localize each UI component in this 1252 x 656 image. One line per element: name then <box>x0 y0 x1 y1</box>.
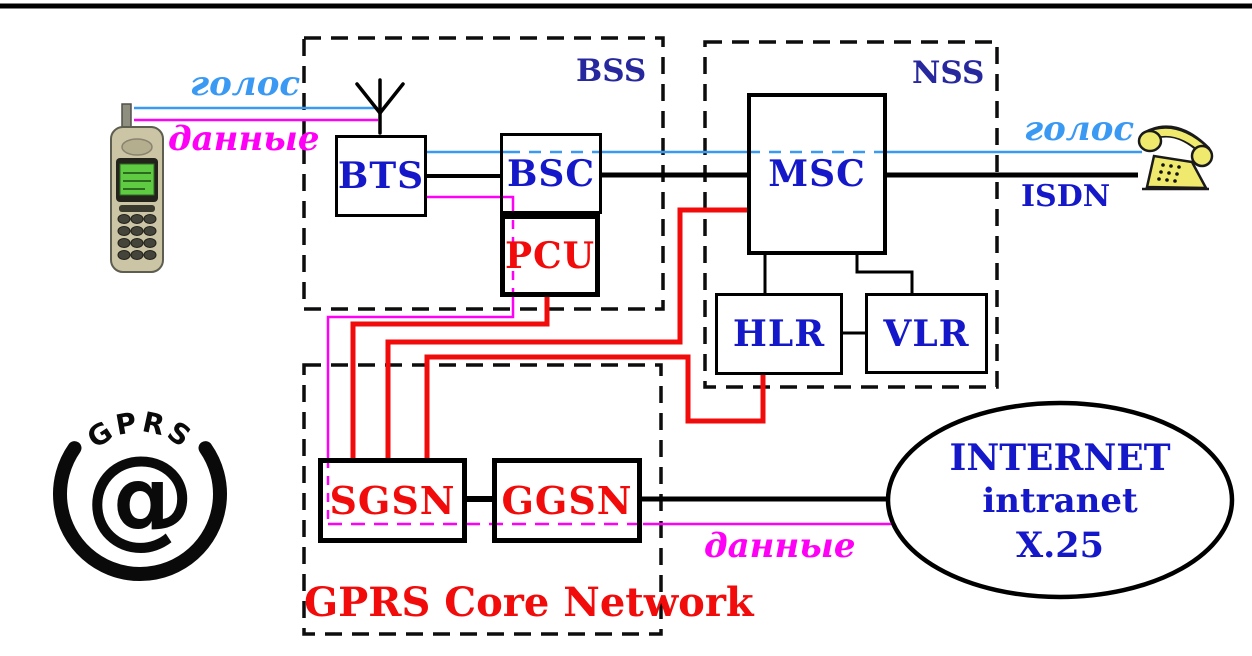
gprs-at-logo: GPRS @ <box>53 405 227 581</box>
link-sgsn-msc <box>385 207 748 460</box>
node-hlr-label: HLR <box>732 313 826 355</box>
node-bsc: BSC <box>500 133 602 214</box>
node-bts: BTS <box>335 135 427 217</box>
mobile-phone-icon <box>110 103 164 273</box>
bss-region-label: BSS <box>576 53 647 89</box>
nss-region-label: NSS <box>912 55 985 91</box>
link-pcu-sgsn <box>350 296 550 460</box>
node-vlr: VLR <box>865 293 988 374</box>
isdn-label: ISDN <box>1021 179 1111 214</box>
node-bsc-label: BSC <box>506 152 596 195</box>
node-bts-label: BTS <box>337 155 425 197</box>
node-pcu: PCU <box>500 214 600 297</box>
node-pcu-label: PCU <box>504 234 596 277</box>
voice-label-left: голос <box>190 64 301 104</box>
node-hlr: HLR <box>715 293 843 375</box>
cloud-intranet-label: intranet <box>982 481 1138 521</box>
link-msc-vlr <box>855 253 914 294</box>
data-label-left: данные <box>168 119 320 159</box>
data-line-bts-pcu <box>427 195 515 203</box>
node-sgsn-label: SGSN <box>329 478 456 523</box>
node-msc-label: MSC <box>768 153 866 195</box>
node-ggsn-label: GGSN <box>501 478 633 523</box>
gprs-core-region-label: GPRS Core Network <box>304 579 754 626</box>
node-vlr-label: VLR <box>883 312 970 355</box>
at-symbol: @ <box>85 432 195 560</box>
antenna-icon <box>355 78 405 135</box>
gprs-red-links <box>350 207 766 460</box>
cloud-internet-label: INTERNET <box>949 437 1171 479</box>
data-line-pcu-sgsn <box>326 297 515 459</box>
node-msc: MSC <box>747 93 887 255</box>
data-line <box>134 118 891 526</box>
black-connectors <box>0 3 1252 502</box>
link-sgsn-hlr <box>424 354 766 460</box>
voice-line <box>134 106 1142 154</box>
voice-label-right: голос <box>1024 109 1135 149</box>
desk-phone-icon <box>1137 125 1214 191</box>
node-ggsn: GGSN <box>492 458 642 543</box>
cloud-x25-label: X.25 <box>1015 525 1105 566</box>
logo-outer-ring <box>53 441 227 581</box>
nss-region-border <box>703 40 999 389</box>
node-sgsn: SGSN <box>318 458 467 543</box>
data-label-bottom: данные <box>704 526 856 566</box>
